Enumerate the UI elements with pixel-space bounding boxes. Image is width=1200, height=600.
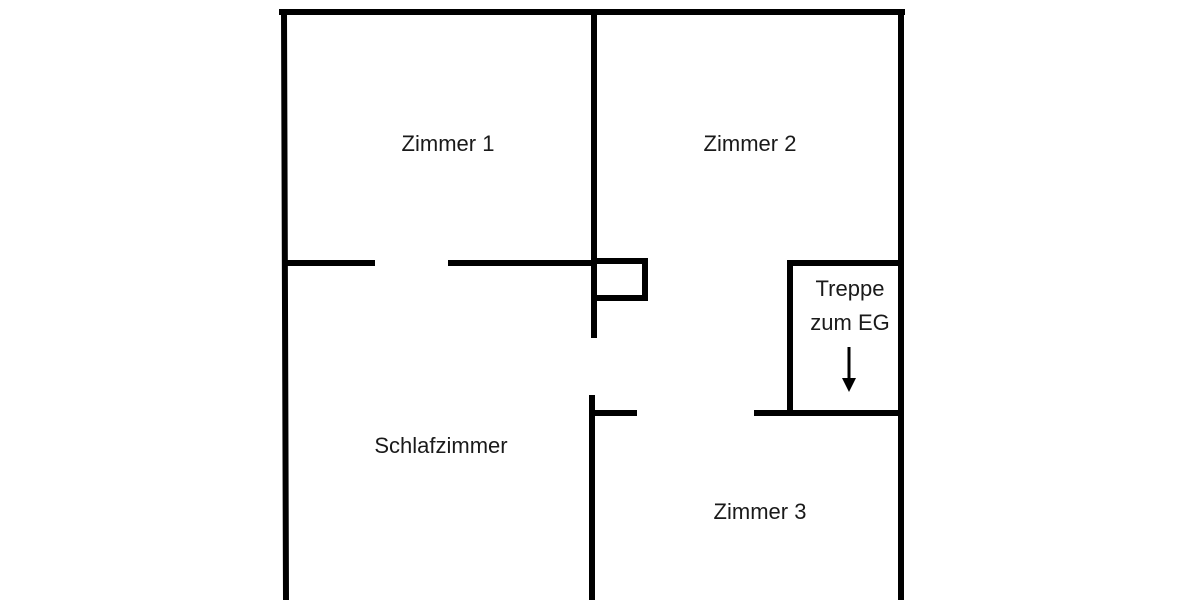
stairwell-label-line-1: Treppe bbox=[815, 276, 885, 301]
room-label-zimmer-1: Zimmer 1 bbox=[401, 131, 495, 156]
interior-walls bbox=[283, 9, 904, 600]
arrow-down-icon bbox=[842, 347, 856, 392]
room-label-zimmer-3: Zimmer 3 bbox=[713, 499, 807, 524]
stairwell-walls bbox=[787, 260, 904, 416]
stairwell-label-line-2: zum EG bbox=[810, 310, 890, 335]
stairwell-label: Treppe zum EG bbox=[810, 272, 889, 340]
closet-niche bbox=[591, 258, 648, 301]
room-label-zimmer-2: Zimmer 2 bbox=[703, 131, 797, 156]
room-label-schlafzimmer: Schlafzimmer bbox=[374, 433, 508, 458]
outer-wall-left bbox=[280, 8, 290, 600]
